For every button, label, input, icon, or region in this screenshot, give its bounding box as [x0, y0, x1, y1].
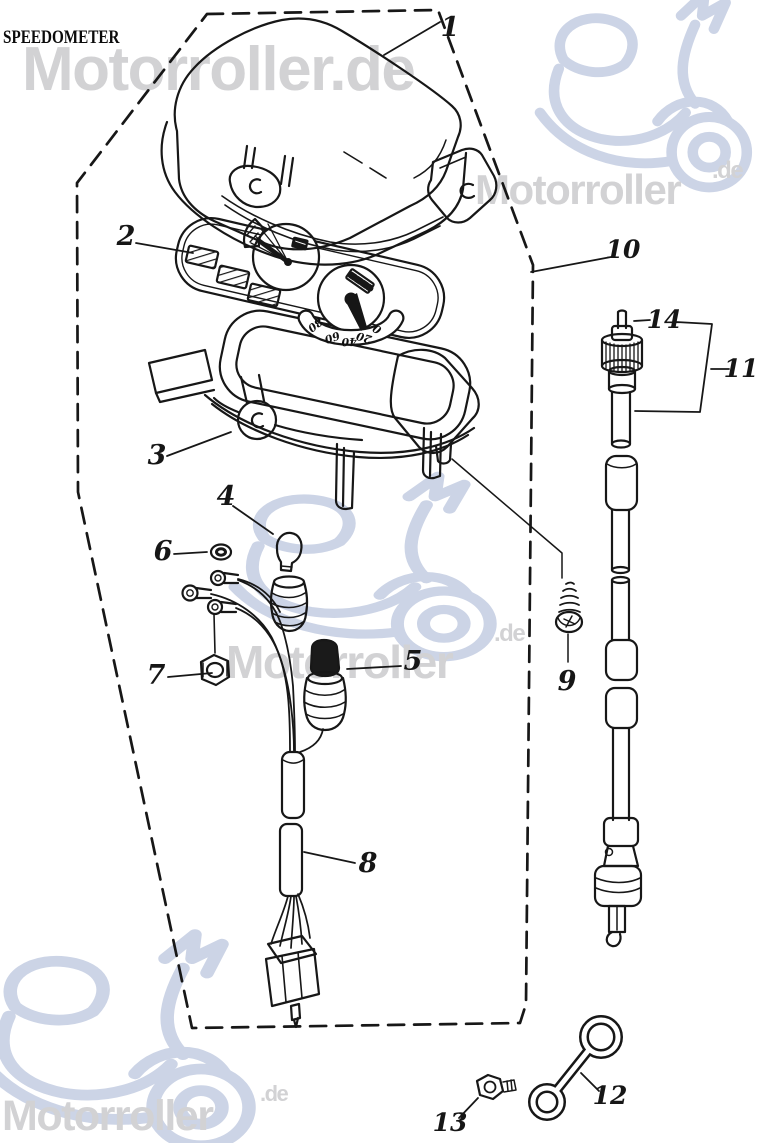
watermark-suffix-center: .de — [494, 620, 525, 647]
part-13-bolt — [475, 1073, 517, 1101]
part-3-lower-housing — [147, 309, 480, 511]
part-12-hook-clip — [528, 1015, 623, 1121]
part-9-screw — [451, 458, 584, 663]
part-7-nut — [199, 653, 231, 687]
callout-4: 4 — [217, 481, 236, 512]
scale-40: 40 — [341, 335, 357, 349]
watermark-brand-bottom: Motorroller — [2, 1092, 214, 1140]
callout-6: 6 — [154, 536, 173, 567]
callout-12: 12 — [593, 1081, 628, 1110]
indicator-window — [246, 282, 282, 308]
scale-20: 20 — [355, 329, 375, 346]
callout-5: 5 — [404, 646, 423, 677]
part-11-speedometer-cable — [593, 309, 644, 948]
watermark-suffix-bottom: .de — [260, 1081, 289, 1106]
diagram-ink: 80 60 40 20 0 — [75, 8, 730, 1121]
callout-10: 10 — [606, 235, 641, 264]
part-14-cable-ring-nut — [600, 332, 644, 374]
assembly-boundary-dashed — [75, 8, 535, 1030]
indicator-window — [184, 244, 220, 270]
scooter-logo-watermark-center — [235, 476, 490, 656]
callout-2: 2 — [116, 221, 136, 252]
watermark-brand-right: Motorroller — [475, 166, 681, 213]
part-8-wiring-harness — [181, 569, 321, 1029]
indicator-window — [215, 264, 251, 290]
part-1-cover — [160, 17, 498, 266]
callout-3: 3 — [148, 440, 167, 471]
callout-8: 8 — [358, 848, 378, 879]
callout-9: 9 — [558, 666, 577, 697]
watermark-suffix-right: .de — [712, 157, 743, 184]
scale-60: 60 — [322, 329, 341, 346]
page-title: SPEEDOMETER — [3, 26, 120, 47]
callout-14: 14 — [647, 305, 682, 334]
callout-leaders — [135, 21, 730, 1119]
callout-13: 13 — [433, 1108, 468, 1137]
callout-7: 7 — [147, 660, 166, 691]
part-2-gauge-face: 80 60 40 20 0 — [174, 217, 446, 349]
watermark-text-layer: Motorroller.de Motorroller .de Motorroll… — [2, 35, 745, 1140]
callout-11: 11 — [724, 354, 759, 383]
callout-1: 1 — [441, 12, 460, 43]
part-5-bulb-socket — [299, 638, 347, 753]
callout-numbers: 1 2 3 4 5 6 7 8 9 10 11 12 13 14 — [116, 12, 759, 1137]
part-6-washer — [209, 543, 233, 561]
